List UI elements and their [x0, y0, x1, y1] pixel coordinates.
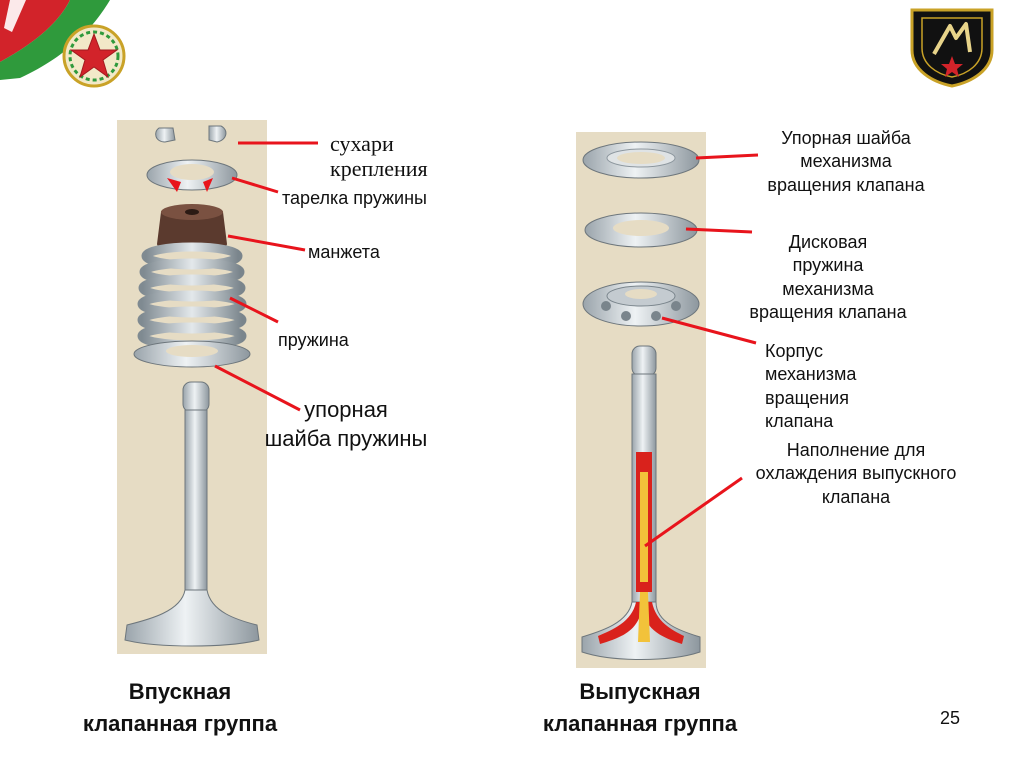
page-number: 25: [940, 708, 961, 728]
label-thrust-washer: упорная шайба пружины: [264, 397, 428, 451]
school-emblem: [904, 4, 1000, 88]
star-emblem: [62, 24, 126, 88]
intake-valve-illustration: [117, 120, 267, 654]
label-disc-spring: Дисковая пружина механизма вращения клап…: [749, 232, 907, 323]
exhaust-caption: Выпускная клапанная группа: [542, 679, 738, 736]
intake-caption: Впускная клапанная группа: [82, 679, 278, 736]
label-rotator-body: Корпус механизма вращения клапана: [765, 341, 857, 432]
exhaust-valve-illustration: [576, 132, 706, 668]
label-coolant-fill: Наполнение для охлаждения выпускного кла…: [755, 440, 957, 507]
label-keepers: сухари крепления: [330, 131, 428, 181]
label-spring: пружина: [278, 330, 349, 350]
flag-icon: [0, 0, 110, 80]
label-spring-plate: тарелка пружины: [282, 188, 427, 208]
label-rotator-washer: Упорная шайба механизма вращения клапана: [767, 128, 925, 195]
label-cuff: манжета: [308, 242, 380, 262]
flag-decoration: [0, 0, 140, 90]
star-emblem-icon: [62, 24, 126, 88]
shield-emblem-icon: [910, 8, 994, 88]
